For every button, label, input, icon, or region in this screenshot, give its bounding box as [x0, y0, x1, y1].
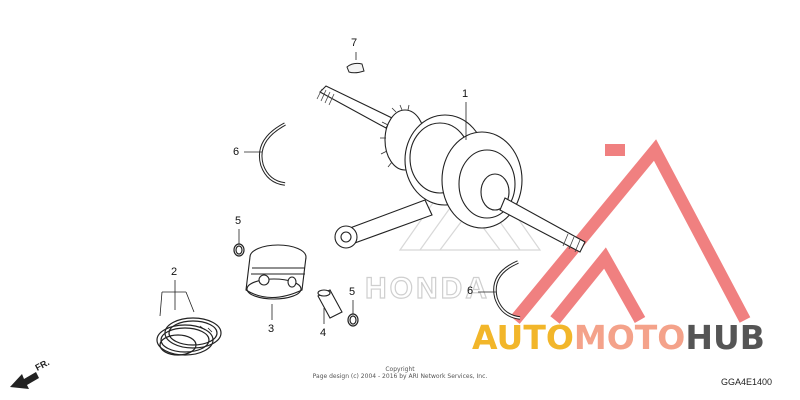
diagram-code: GGA4E1400 [720, 377, 772, 387]
callout-piston-pin: 4 [320, 327, 327, 339]
callout-crankshaft: 1 [462, 88, 469, 100]
key-part [346, 62, 365, 74]
piston-pin-part [317, 289, 343, 319]
piston-part [245, 244, 307, 300]
copyright-line-2: Page design (c) 2004 - 2016 by ARI Netwo… [312, 373, 488, 380]
watermark-auto: AUTO [472, 318, 574, 357]
pin-clip-right-part [347, 313, 359, 327]
watermark-moto: MOTO [573, 318, 686, 357]
watermark-hub: HUB [685, 318, 765, 357]
automotohub-watermark: AUTOMOTOHUB [472, 318, 765, 357]
callout-pin-clip-right: 5 [349, 286, 356, 298]
callout-key: 7 [351, 37, 358, 49]
automotohub-triangle [510, 139, 751, 324]
pin-clip-left-part [233, 243, 245, 257]
callout-pin-clip-left: 5 [235, 215, 242, 227]
crankshaft-part [316, 85, 586, 253]
callout-seal-ring-left: 6 [233, 146, 240, 158]
callout-piston-rings: 2 [171, 266, 178, 278]
honda-brand-text: HONDA [365, 272, 490, 305]
callout-piston: 3 [268, 323, 275, 335]
piston-rings-part [156, 317, 222, 356]
callout-seal-ring-right: 6 [467, 285, 474, 297]
leader-lines [159, 102, 496, 324]
front-direction-arrow-icon [10, 372, 39, 389]
copyright-line-1: Copyright [385, 366, 415, 373]
